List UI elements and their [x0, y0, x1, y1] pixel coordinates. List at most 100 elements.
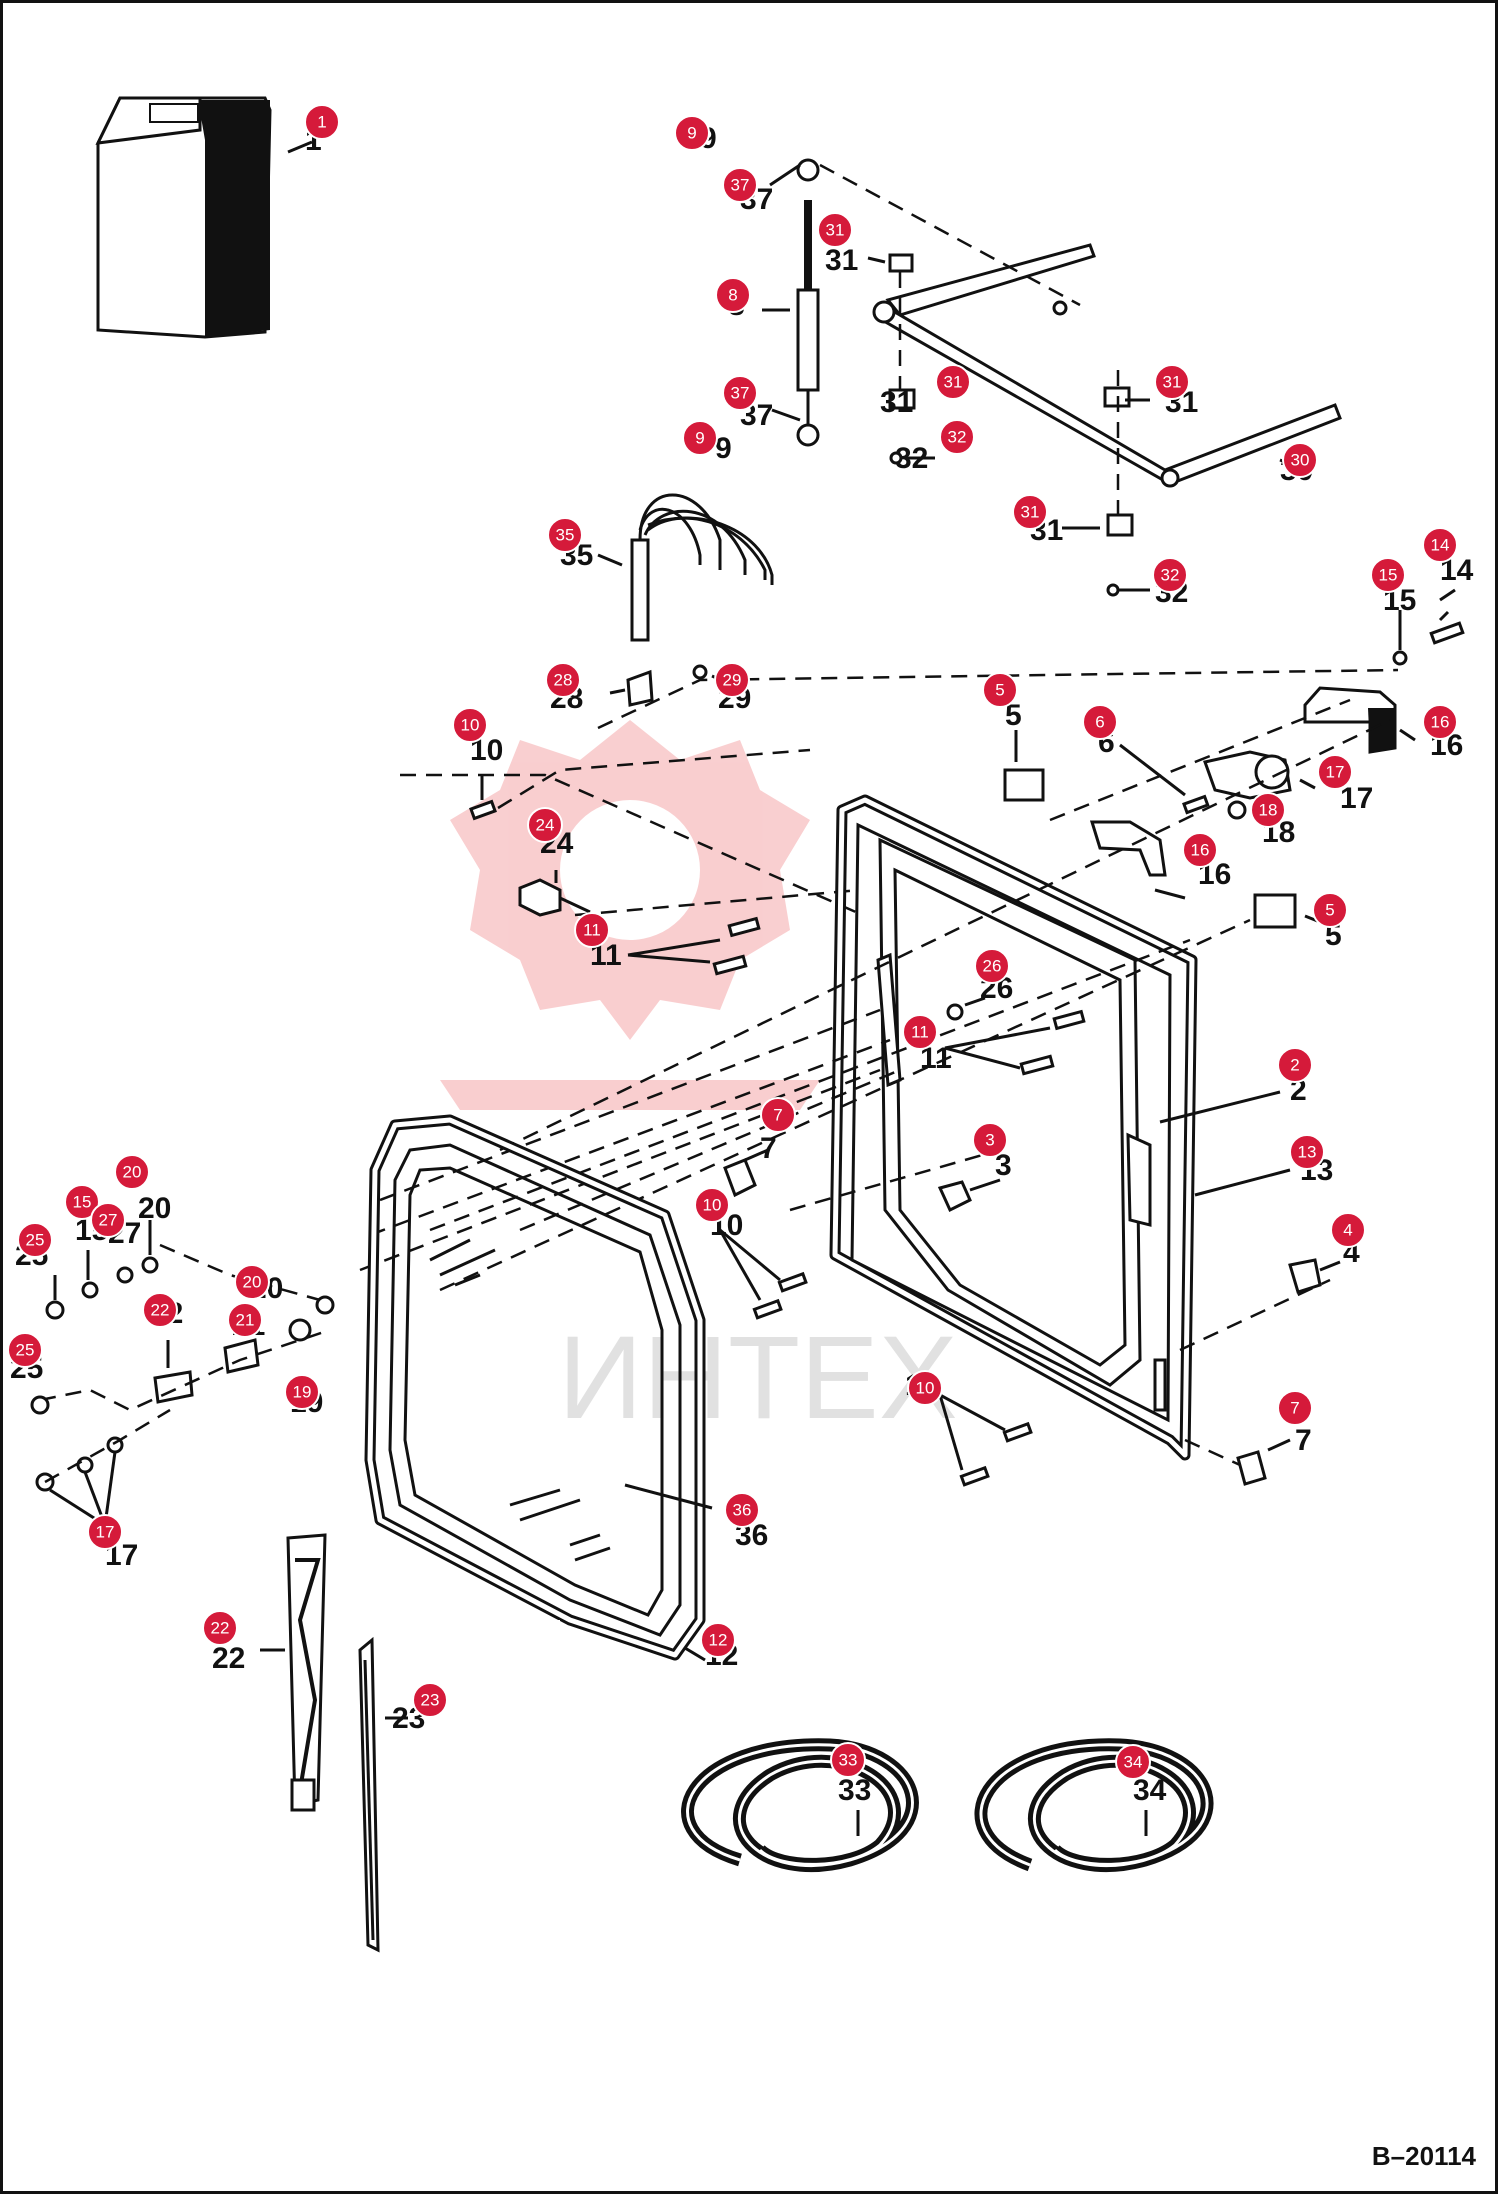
part-34-seal [974, 1738, 1214, 1872]
svg-text:21: 21 [236, 1311, 255, 1330]
svg-text:27: 27 [99, 1211, 118, 1230]
callout-badge-34[interactable]: 34 [1115, 1744, 1151, 1780]
svg-text:7: 7 [1290, 1399, 1299, 1418]
callout-badge-17[interactable]: 17 [1317, 754, 1353, 790]
svg-text:22: 22 [151, 1301, 170, 1320]
callout-label-5: 5 [1005, 699, 1022, 732]
svg-text:31: 31 [1163, 373, 1182, 392]
part-22-wiper-arm [286, 1533, 327, 1812]
callout-badge-4[interactable]: 4 [1330, 1212, 1366, 1248]
callout-badge-29[interactable]: 29 [714, 662, 750, 698]
callout-badge-20[interactable]: 20 [234, 1264, 270, 1300]
callout-label-7: 7 [760, 1132, 777, 1165]
svg-text:3: 3 [985, 1131, 994, 1150]
part-23-wiper-blade [358, 1636, 380, 1953]
callout-badge-25[interactable]: 25 [17, 1222, 53, 1258]
svg-text:14: 14 [1431, 536, 1450, 555]
callout-badge-36[interactable]: 36 [724, 1492, 760, 1528]
callout-badge-32[interactable]: 32 [1152, 557, 1188, 593]
callout-badge-9[interactable]: 9 [682, 420, 718, 456]
callout-badge-22[interactable]: 22 [142, 1292, 178, 1328]
callout-badge-15[interactable]: 15 [64, 1184, 100, 1220]
svg-text:8: 8 [728, 286, 737, 305]
callout-badge-8[interactable]: 8 [715, 277, 751, 313]
svg-text:35: 35 [556, 526, 575, 545]
callout-badge-5[interactable]: 5 [982, 672, 1018, 708]
callout-badge-13[interactable]: 13 [1289, 1134, 1325, 1170]
part-35-cable-harness [630, 493, 774, 642]
callout-badge-20[interactable]: 20 [114, 1154, 150, 1190]
callout-badge-31[interactable]: 31 [1154, 364, 1190, 400]
svg-text:20: 20 [243, 1273, 262, 1292]
svg-text:34: 34 [1124, 1753, 1143, 1772]
svg-text:6: 6 [1095, 713, 1104, 732]
svg-text:20: 20 [123, 1163, 142, 1182]
callout-badge-28[interactable]: 28 [545, 662, 581, 698]
svg-text:10: 10 [916, 1379, 935, 1398]
callout-badge-10[interactable]: 10 [907, 1370, 943, 1406]
svg-text:7: 7 [773, 1106, 782, 1125]
callout-label-34: 34 [1133, 1774, 1167, 1807]
svg-text:37: 37 [731, 384, 750, 403]
part-8-gas-strut [796, 158, 820, 447]
callout-label-9: 9 [715, 432, 732, 465]
callout-badge-19[interactable]: 19 [284, 1374, 320, 1410]
glass-hatching [429, 1238, 611, 1562]
svg-text:9: 9 [687, 124, 696, 143]
callout-badge-24[interactable]: 24 [527, 807, 563, 843]
svg-text:30: 30 [1291, 451, 1310, 470]
callout-badge-32[interactable]: 32 [939, 419, 975, 455]
svg-text:32: 32 [948, 428, 967, 447]
callout-badge-15[interactable]: 15 [1370, 557, 1406, 593]
svg-text:15: 15 [73, 1193, 92, 1212]
callout-badge-2[interactable]: 2 [1277, 1047, 1313, 1083]
callout-badge-3[interactable]: 3 [972, 1122, 1008, 1158]
callout-badge-17[interactable]: 17 [87, 1514, 123, 1550]
callout-badge-25[interactable]: 25 [7, 1332, 43, 1368]
callout-badge-30[interactable]: 30 [1282, 442, 1318, 478]
callout-badge-11[interactable]: 11 [574, 912, 610, 948]
callout-badge-14[interactable]: 14 [1422, 527, 1458, 563]
part-17-latch [1203, 750, 1292, 820]
svg-text:12: 12 [709, 1631, 728, 1650]
svg-text:18: 18 [1259, 801, 1278, 820]
callout-badge-5[interactable]: 5 [1312, 892, 1348, 928]
part-11-pins [712, 916, 1086, 1076]
callout-badge-31[interactable]: 31 [817, 212, 853, 248]
callout-badge-6[interactable]: 6 [1082, 704, 1118, 740]
callout-badge-10[interactable]: 10 [694, 1187, 730, 1223]
callout-label-17: 17 [1340, 782, 1373, 815]
callout-badge-31[interactable]: 31 [1012, 494, 1048, 530]
callout-badge-27[interactable]: 27 [90, 1202, 126, 1238]
svg-text:15: 15 [1379, 566, 1398, 585]
callout-badge-16[interactable]: 16 [1422, 704, 1458, 740]
callout-badge-37[interactable]: 37 [722, 375, 758, 411]
svg-text:31: 31 [944, 373, 963, 392]
callout-badge-37[interactable]: 37 [722, 167, 758, 203]
callout-label-7: 7 [1295, 1424, 1312, 1457]
callout-badge-12[interactable]: 12 [700, 1622, 736, 1658]
callout-badge-9[interactable]: 9 [674, 115, 710, 151]
callout-badge-7[interactable]: 7 [1277, 1390, 1313, 1426]
svg-text:33: 33 [839, 1751, 858, 1770]
callout-badge-11[interactable]: 11 [902, 1014, 938, 1050]
callout-badge-31[interactable]: 31 [935, 364, 971, 400]
svg-text:9: 9 [695, 429, 704, 448]
callout-badge-1[interactable]: 1 [304, 104, 340, 140]
part-1-box [95, 96, 272, 339]
svg-text:26: 26 [983, 957, 1002, 976]
part-33-seal [681, 1738, 919, 1872]
callout-badge-10[interactable]: 10 [452, 707, 488, 743]
callout-badge-35[interactable]: 35 [547, 517, 583, 553]
callout-badge-23[interactable]: 23 [412, 1682, 448, 1718]
callout-badge-7[interactable]: 7 [760, 1097, 796, 1133]
callout-badge-16[interactable]: 16 [1182, 832, 1218, 868]
callout-badge-21[interactable]: 21 [227, 1302, 263, 1338]
callout-badge-33[interactable]: 33 [830, 1742, 866, 1778]
callout-badge-22[interactable]: 22 [202, 1610, 238, 1646]
callout-badge-18[interactable]: 18 [1250, 792, 1286, 828]
svg-text:25: 25 [16, 1341, 35, 1360]
callout-badge-26[interactable]: 26 [974, 948, 1010, 984]
